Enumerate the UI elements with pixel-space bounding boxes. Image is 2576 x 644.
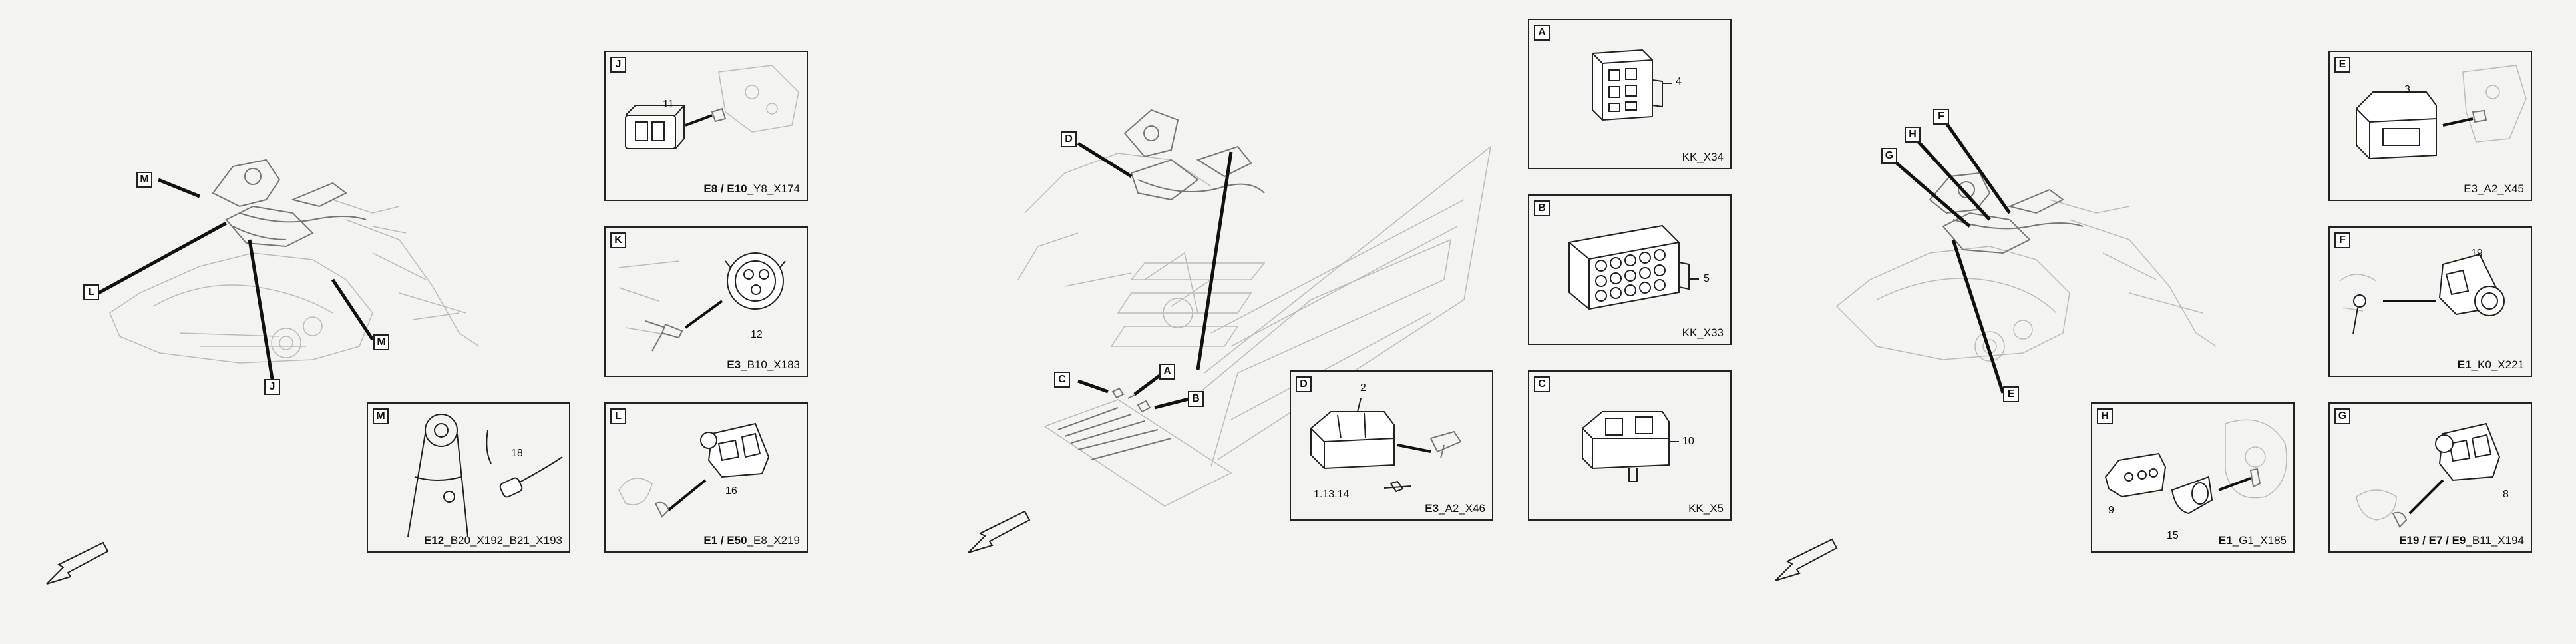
panel-A: A 4 KK_X34: [1528, 19, 1732, 169]
panel-H: H 9 15 E1_G1_X185: [2091, 402, 2295, 553]
connector-11-drawing: [625, 65, 799, 149]
panel-L-label: L: [610, 408, 626, 424]
item-number-5: 5: [1704, 273, 1710, 284]
panel-B-caption: KK_X33: [1682, 326, 1724, 339]
callout-M-top[interactable]: M: [136, 172, 152, 188]
item-number-3: 3: [2404, 84, 2410, 95]
connector-16-drawing: [618, 422, 770, 518]
callout-F[interactable]: F: [1933, 109, 1949, 125]
callout-L[interactable]: L: [83, 284, 99, 300]
item-number-4: 4: [1676, 76, 1682, 87]
item-number-2: 2: [1360, 382, 1366, 394]
connector-9-15-drawing: [2104, 419, 2287, 515]
callout-H[interactable]: H: [1905, 127, 1921, 143]
callout-D[interactable]: D: [1061, 131, 1077, 147]
item-number-15: 15: [2167, 530, 2179, 541]
panel-L: L 16 E1 / E50_E8_X219: [604, 402, 808, 553]
callout-B[interactable]: B: [1188, 391, 1204, 407]
panel-B: B 5 KK_X33: [1528, 194, 1732, 345]
connector-2-drawing: [1310, 398, 1462, 493]
panel-E: E 3 E3_A2_X45: [2328, 51, 2532, 201]
panel-B-label: B: [1534, 200, 1550, 216]
panel-D-label: D: [1296, 376, 1312, 392]
panel-G-label: G: [2334, 408, 2350, 424]
connector-8-drawing: [2356, 422, 2501, 528]
panel-K-label: K: [610, 232, 626, 248]
panel-G: G 8 E19 / E7 / E9_B11_X194: [2328, 402, 2532, 553]
panel-C-label: C: [1534, 376, 1550, 392]
panel-F: F 19 E1_K0_X221: [2328, 226, 2532, 377]
panel-H-caption: E1_G1_X185: [2218, 534, 2287, 547]
item-number-12: 12: [751, 329, 763, 340]
panel-M-caption: E12_B20_X192_B21_X193: [424, 534, 562, 547]
panel-A-label: A: [1534, 25, 1550, 41]
panel-M: M 18 E12_B20_X192_B21_X193: [367, 402, 570, 553]
connector-5-drawing: [1568, 224, 1699, 310]
item-number-10: 10: [1682, 436, 1694, 447]
callout-A[interactable]: A: [1159, 364, 1175, 380]
panel-M-label: M: [373, 408, 389, 424]
panel-G-caption: E19 / E7 / E9_B11_X194: [2399, 534, 2524, 547]
panel-L-caption: E1 / E50_E8_X219: [703, 534, 800, 547]
connector-4-drawing: [1592, 49, 1672, 121]
panel-A-caption: KK_X34: [1682, 151, 1724, 163]
panel-C: C 10 KK_X5: [1528, 370, 1732, 521]
callout-E[interactable]: E: [2003, 386, 2019, 402]
panel-J: J 11 E8 / E10_Y8_X174: [604, 51, 808, 201]
callout-C[interactable]: C: [1054, 372, 1070, 388]
connector-12-drawing: [618, 252, 786, 352]
panel-K-caption: E3_B10_X183: [727, 358, 800, 371]
item-number-19: 19: [2471, 248, 2483, 259]
panel-J-caption: E8 / E10_Y8_X174: [703, 182, 800, 195]
panel-E-caption: E3_A2_X45: [2464, 182, 2524, 195]
panel-D: D 2 1.13.14 E3_A2_X46: [1290, 370, 1493, 521]
connector-10-drawing: [1582, 411, 1679, 482]
panel-F-caption: E1_K0_X221: [2457, 358, 2524, 371]
panel-H-label: H: [2097, 408, 2113, 424]
connector-3-drawing: [2356, 65, 2527, 160]
panel-K: K 12 E3_B10_X183: [604, 226, 808, 377]
sensor-18-drawing: [407, 414, 563, 537]
panel-C-caption: KK_X5: [1688, 502, 1724, 515]
panel-D-caption: E3_A2_X46: [1425, 502, 1485, 515]
callout-M-bottom[interactable]: M: [373, 334, 389, 350]
panel-F-label: F: [2334, 232, 2350, 248]
callout-G[interactable]: G: [1881, 148, 1897, 164]
item-number-1-13-14: 1.13.14: [1314, 489, 1350, 500]
item-number-9: 9: [2108, 505, 2114, 516]
item-number-18: 18: [511, 448, 523, 459]
callout-J[interactable]: J: [264, 379, 280, 395]
panel-J-label: J: [610, 57, 626, 73]
item-number-11: 11: [663, 99, 674, 110]
item-number-16: 16: [725, 485, 737, 497]
item-number-8: 8: [2503, 489, 2509, 500]
panel-E-label: E: [2334, 57, 2350, 73]
connector-19-drawing: [2339, 253, 2505, 335]
